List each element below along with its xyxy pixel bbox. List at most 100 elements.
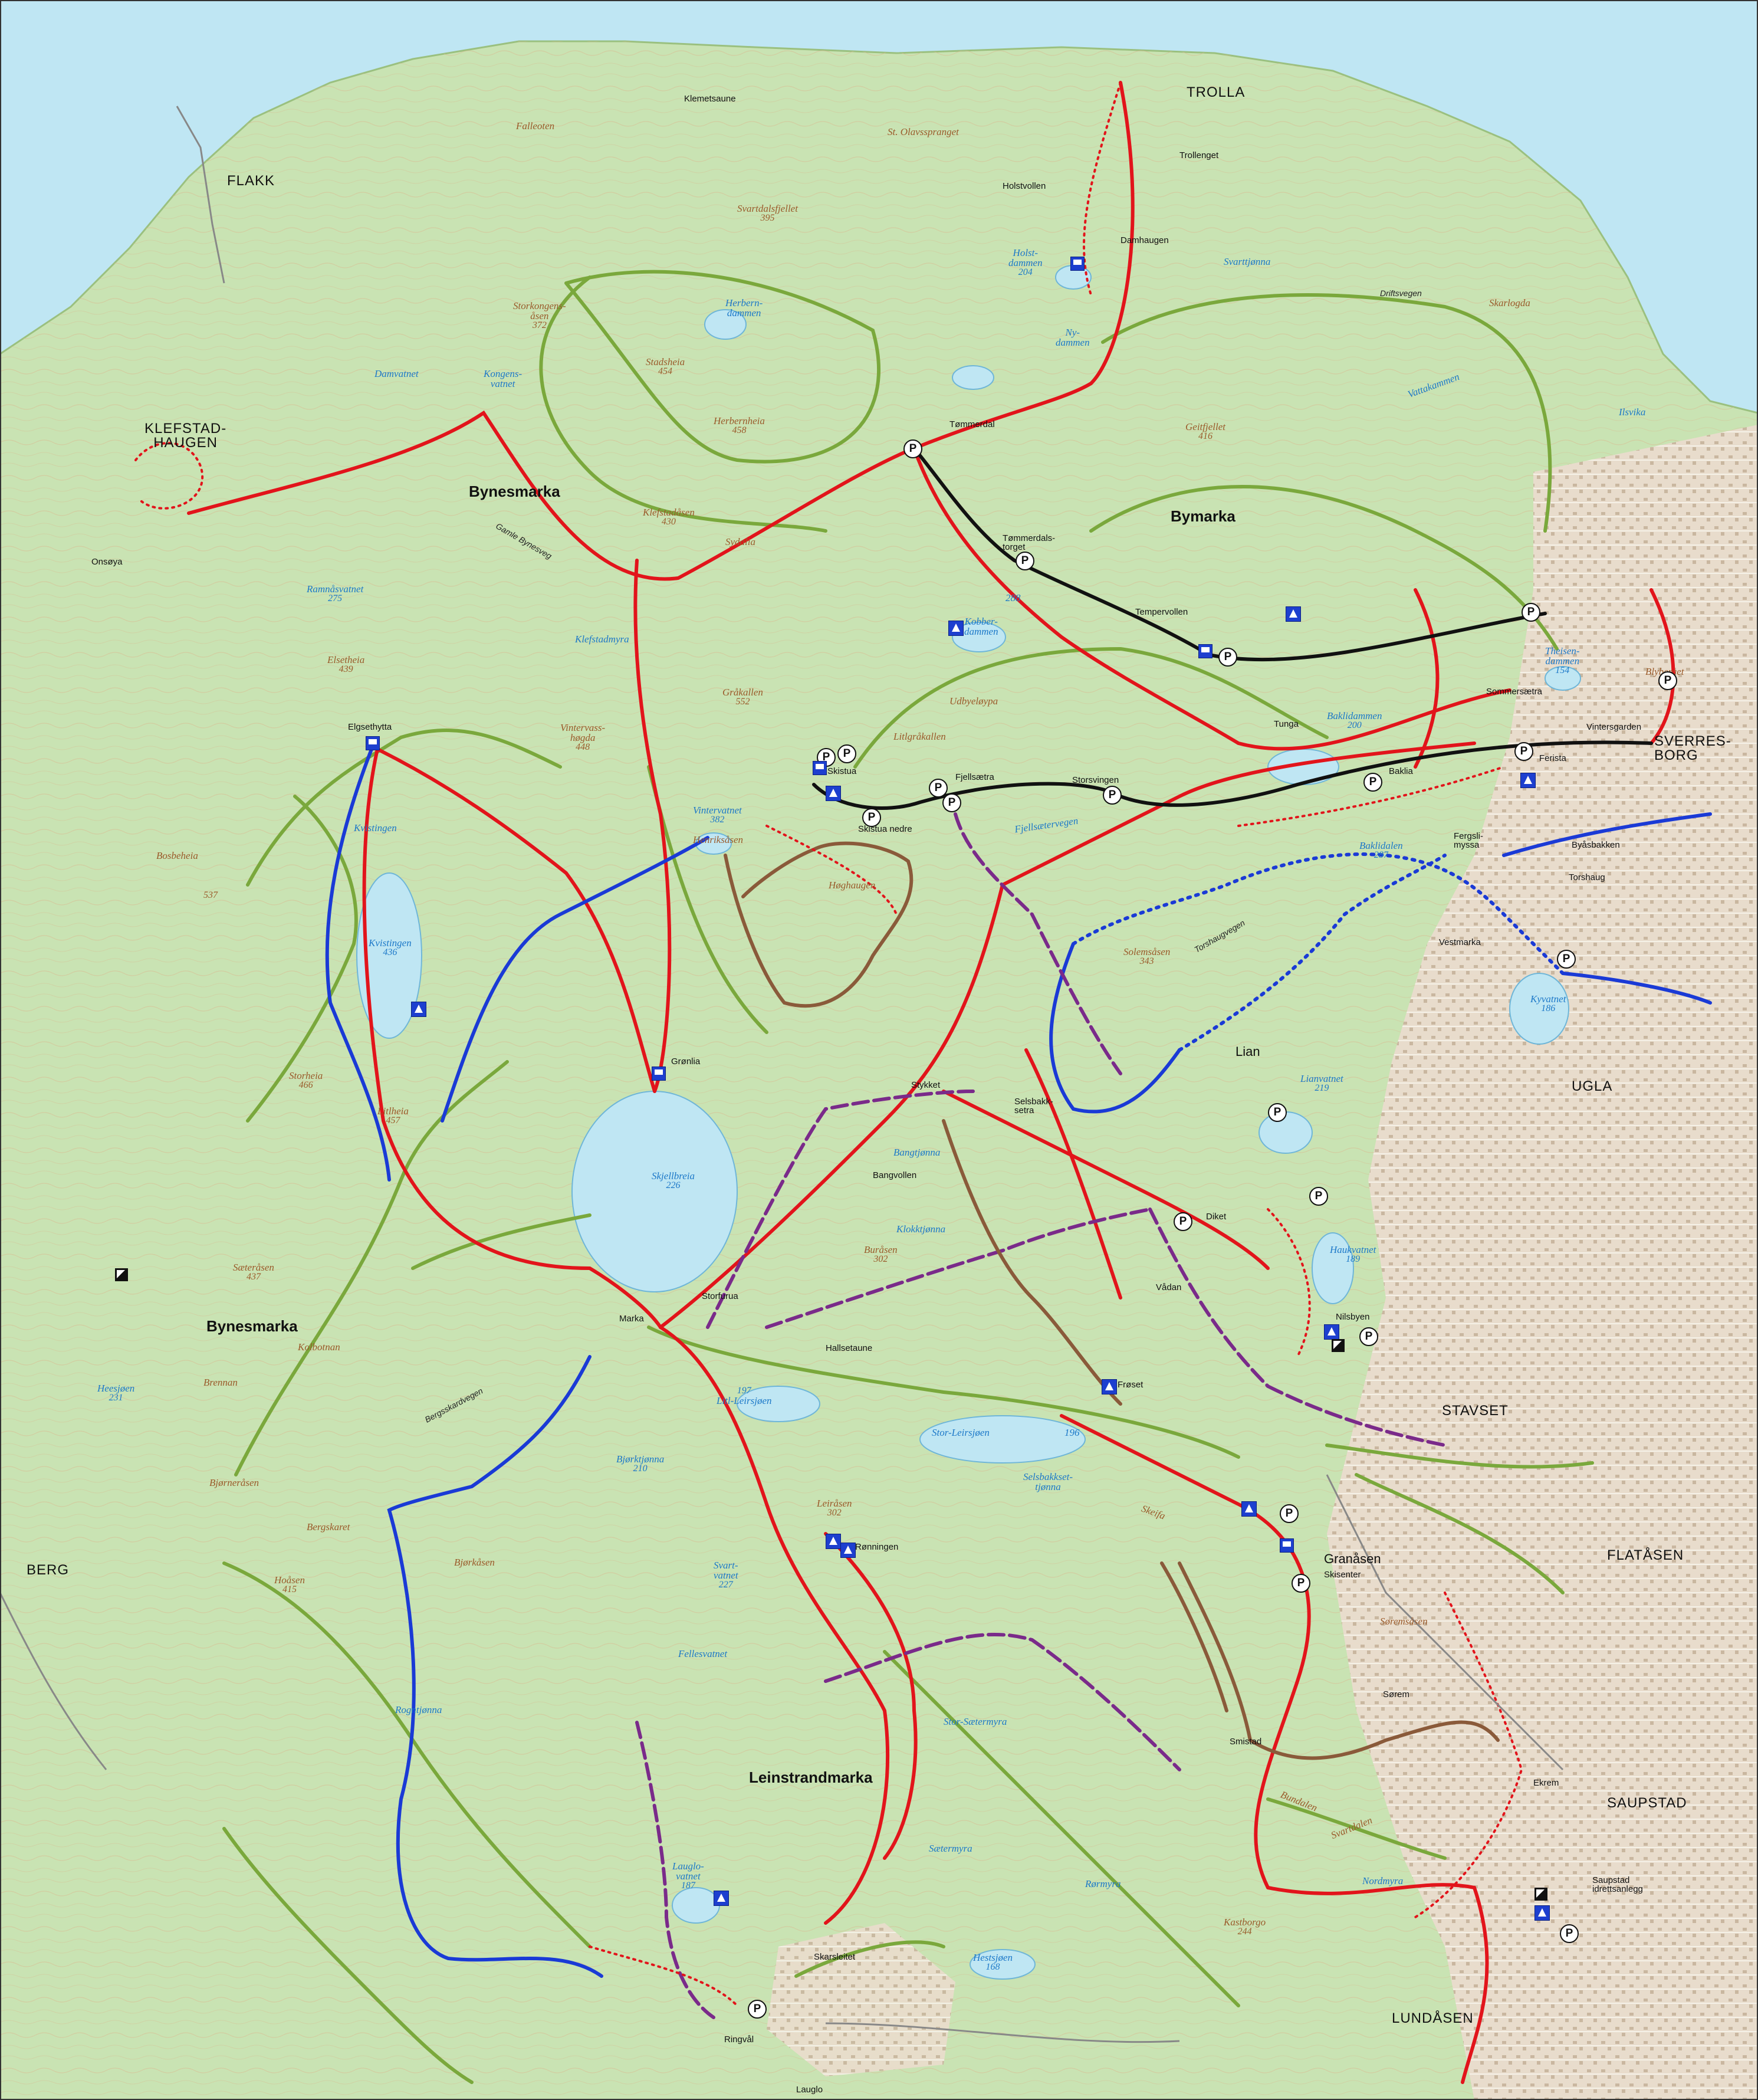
parking-marker-baklia[interactable]: P bbox=[1363, 773, 1382, 792]
place-label-damhaugen: Damhaugen bbox=[1120, 235, 1169, 245]
water-label-rormyra: Rørmyra bbox=[1085, 1878, 1121, 1889]
road-label-driftsvegen: Driftsvegen bbox=[1380, 288, 1422, 298]
place-label-ferista: Ferista bbox=[1539, 753, 1566, 763]
shelter-icon-froset[interactable] bbox=[1102, 1379, 1117, 1394]
parking-marker-diket[interactable]: P bbox=[1174, 1212, 1192, 1231]
parking-marker-skistua-nedre[interactable]: P bbox=[862, 808, 881, 827]
shelter-icon-ferista[interactable] bbox=[1520, 773, 1536, 788]
parking-marker-skistua-2[interactable]: P bbox=[837, 744, 856, 763]
place-label-torshaug: Torshaug bbox=[1569, 872, 1605, 882]
brown-trails bbox=[724, 841, 1500, 1760]
water-label-kongensvatnet: Kongens- vatnet bbox=[484, 368, 523, 389]
peak-label-henriksasen: Henriksåsen bbox=[693, 834, 743, 845]
place-label-tommerdal: Tømmerdal bbox=[949, 419, 995, 429]
place-label-hallsetaune: Hallsetaune bbox=[826, 1343, 873, 1353]
place-label-vintersgarden: Vintersgarden bbox=[1586, 722, 1642, 732]
water-label-kvistingen-north: Kvistingen bbox=[354, 822, 397, 834]
red-dashed-trails bbox=[134, 81, 1523, 2007]
hut-icon-tempervollen[interactable] bbox=[1198, 644, 1212, 658]
ski-jump-icon-nilsbyen[interactable] bbox=[1332, 1339, 1345, 1352]
parking-marker-tommerdal[interactable]: P bbox=[903, 439, 922, 458]
town-label-trolla: TROLLA bbox=[1187, 84, 1246, 100]
hut-icon-holstdammen[interactable] bbox=[1070, 257, 1085, 271]
place-label-vadan: Vådan bbox=[1156, 1282, 1182, 1292]
parking-marker-fjellsaetra-2[interactable]: P bbox=[942, 793, 961, 812]
peak-label-brennan: Brennan bbox=[203, 1377, 238, 1388]
place-label-klemetsaune: Klemetsaune bbox=[684, 94, 736, 104]
blue-dotted-trails bbox=[1072, 852, 1565, 1052]
shelter-icon-lauglovatnet[interactable] bbox=[714, 1891, 729, 1906]
town-label-ugla: UGLA bbox=[1572, 1078, 1613, 1094]
shelter-icon-helkansaetra[interactable] bbox=[1286, 606, 1301, 622]
place-label-ringval: Ringvål bbox=[724, 2035, 754, 2045]
shelter-icon-skistua[interactable] bbox=[826, 786, 841, 801]
water-label-196: 196 bbox=[1064, 1427, 1080, 1438]
town-label-stavset: STAVSET bbox=[1442, 1403, 1509, 1419]
water-label-selsbakk-tjonna: Selsbakkset- tjønna bbox=[1023, 1471, 1073, 1492]
blue-trails bbox=[325, 747, 1712, 1978]
shelter-icon-granasen[interactable] bbox=[1241, 1501, 1257, 1517]
shelter-icon-saupstad[interactable] bbox=[1534, 1905, 1550, 1921]
parking-marker-kyvatnet[interactable]: P bbox=[1557, 950, 1576, 969]
parking-marker-tommerdalstorget[interactable]: P bbox=[1016, 552, 1034, 570]
place-label-diket: Diket bbox=[1206, 1212, 1227, 1222]
town-label-saupstad: SAUPSTAD bbox=[1607, 1795, 1687, 1811]
place-label-ekrem: Ekrem bbox=[1533, 1778, 1559, 1788]
parking-marker-ferista[interactable]: P bbox=[1514, 742, 1533, 761]
parking-marker-granasen-1[interactable]: P bbox=[1280, 1504, 1299, 1523]
hut-icon-elgsethytta[interactable] bbox=[366, 736, 380, 750]
parking-marker-saupstad[interactable]: P bbox=[1560, 1924, 1579, 1943]
peak-label-bergskaret: Bergskaret bbox=[307, 1521, 350, 1533]
shelter-icon-kvistingen[interactable] bbox=[411, 1002, 426, 1017]
parking-marker-haukvatnet[interactable]: P bbox=[1309, 1187, 1328, 1206]
green-trails bbox=[222, 270, 1594, 2084]
shelter-icon-ronningen-1[interactable] bbox=[826, 1534, 841, 1549]
parking-marker-granasen-2[interactable]: P bbox=[1292, 1574, 1310, 1593]
water-label-bangtjonna: Bangtjønna bbox=[893, 1147, 941, 1158]
town-label-flakk: FLAKK bbox=[227, 173, 275, 189]
place-label-ronningen: Rønningen bbox=[855, 1542, 899, 1552]
water-label-damvatnet: Damvatnet bbox=[374, 368, 419, 379]
hut-icon-skistua[interactable] bbox=[813, 761, 827, 775]
parking-marker-nilsbyen[interactable]: P bbox=[1359, 1327, 1378, 1346]
purple-trails bbox=[635, 812, 1447, 2019]
hut-icon-gronlia[interactable] bbox=[652, 1067, 666, 1081]
place-label-granasen: Granåsen bbox=[1324, 1551, 1381, 1566]
place-label-tunga: Tunga bbox=[1274, 719, 1299, 729]
water-label-nydammen: Ny- dammen bbox=[1056, 327, 1090, 348]
ski-jump-icon-saupstad[interactable] bbox=[1534, 1888, 1547, 1901]
parking-marker-storsvingen[interactable]: P bbox=[1103, 786, 1122, 805]
shelter-icon-nilsbyen[interactable] bbox=[1324, 1324, 1339, 1340]
parking-marker-tempervollen[interactable]: P bbox=[1218, 648, 1237, 667]
ski-jump-icon-bynes[interactable] bbox=[115, 1268, 128, 1281]
parking-marker-east-1[interactable]: P bbox=[1522, 603, 1540, 622]
water-label-288: 288 bbox=[1005, 592, 1021, 603]
peak-label-litlgrakallen: Litlgråkallen bbox=[893, 731, 946, 742]
place-label-bangvollen: Bangvollen bbox=[873, 1170, 917, 1180]
parking-marker-blyberget[interactable]: P bbox=[1658, 671, 1677, 690]
hut-icon-granasen[interactable] bbox=[1280, 1538, 1294, 1553]
peak-label-bjorneraasen: Bjørneråsen bbox=[209, 1477, 259, 1488]
shelter-icon-kobberdammen[interactable] bbox=[948, 621, 964, 636]
parking-marker-lian[interactable]: P bbox=[1268, 1103, 1287, 1122]
place-label-skistua: Skistua bbox=[827, 766, 857, 776]
parking-marker-ringval[interactable]: P bbox=[748, 2000, 767, 2019]
water-label-klokktjonna: Klokktjønna bbox=[896, 1223, 946, 1235]
parking-marker-fjellsaetra-1[interactable]: P bbox=[929, 779, 948, 798]
place-label-lian: Lian bbox=[1235, 1044, 1260, 1059]
shelter-icon-ronningen-2[interactable] bbox=[840, 1543, 856, 1558]
place-label-gronlia: Grønlia bbox=[671, 1056, 701, 1067]
roads bbox=[0, 106, 1564, 2043]
